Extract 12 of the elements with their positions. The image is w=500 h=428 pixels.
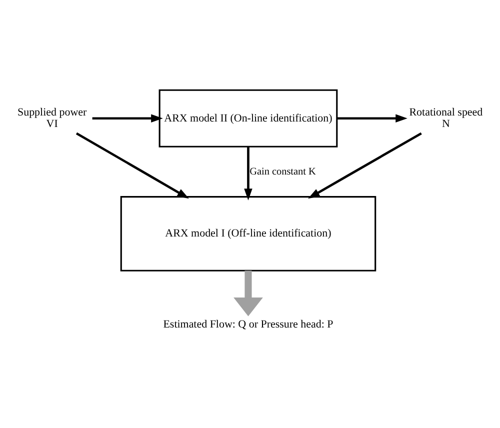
arrow (92, 114, 163, 122)
node-box: ARX model I (Off-line identification) (120, 196, 376, 271)
node-box: ARX model II (On-line identification) (158, 88, 338, 147)
edge-label: Gain constant K (250, 166, 316, 177)
node-text: Rotational speed N (409, 106, 483, 130)
arrow (76, 132, 189, 198)
arrow (337, 114, 408, 122)
node-text: Estimated Flow: Q or Pressure head: P (163, 318, 334, 330)
arrow (308, 132, 422, 198)
node-text: Supplied power VI (18, 106, 87, 130)
arrow (244, 146, 252, 200)
arrow (234, 270, 263, 316)
